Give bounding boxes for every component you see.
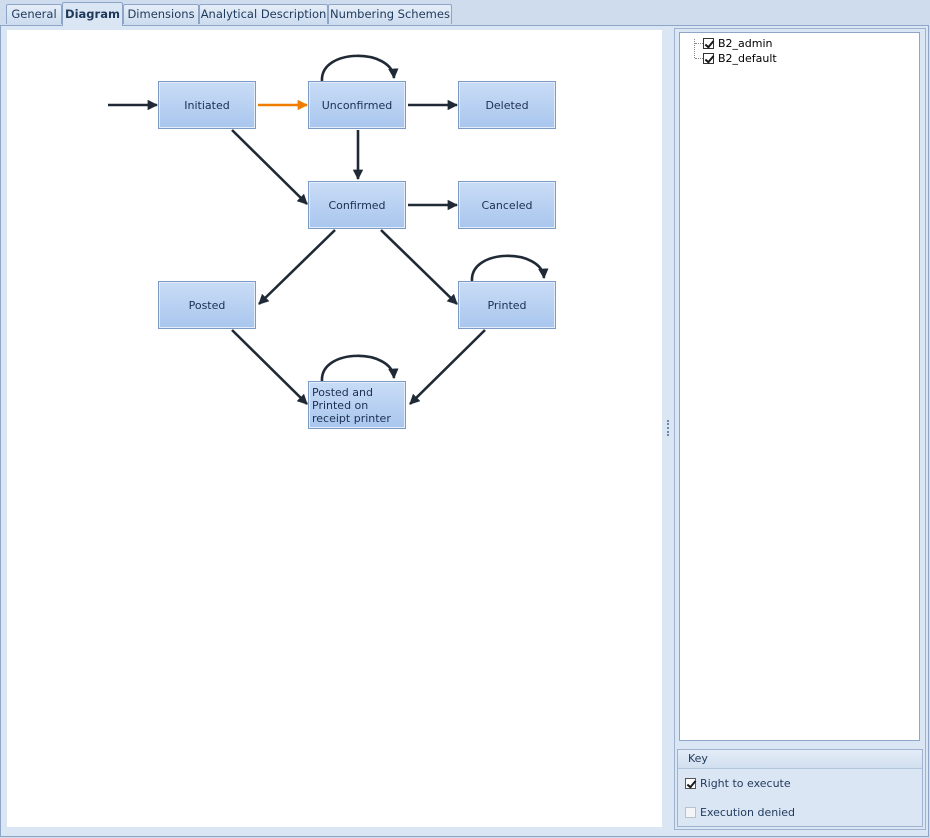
tree-connector (694, 39, 696, 58)
tab-numbering-schemes[interactable]: Numbering Schemes (328, 4, 452, 24)
tree-item-b2-admin[interactable]: B2_admin (703, 35, 773, 51)
node-canceled[interactable]: Canceled (458, 181, 556, 229)
transition-confirmed-printed[interactable] (380, 229, 458, 305)
checkbox-b2-admin[interactable] (703, 37, 714, 49)
transition-postedprinted-self[interactable] (320, 354, 399, 382)
transition-unconfirmed-self[interactable] (320, 54, 399, 82)
node-confirmed[interactable]: Confirmed (308, 181, 406, 229)
tab-dimensions[interactable]: Dimensions (123, 4, 199, 24)
tree-connector (695, 58, 703, 60)
transition-initiated-confirmed[interactable] (231, 129, 308, 205)
checkbox-b2-default[interactable] (703, 52, 714, 64)
transition-posted-postedprinted[interactable] (231, 329, 308, 405)
tree-item-label: B2_admin (718, 36, 773, 50)
key-group: Key Right to execute Execution denied (677, 749, 923, 827)
node-deleted[interactable]: Deleted (458, 81, 556, 129)
key-title: Key (678, 750, 922, 769)
transition-printed-self[interactable] (470, 254, 549, 282)
tab-strip: General Diagram Dimensions Analytical De… (0, 0, 930, 26)
tree-item-label: B2_default (718, 51, 777, 65)
tab-diagram[interactable]: Diagram (62, 2, 123, 26)
key-label: Execution denied (700, 806, 796, 819)
key-checked-icon (685, 778, 696, 789)
operator-tree: B2_admin B2_default (679, 32, 920, 741)
splitter-grip-icon (667, 420, 671, 436)
node-printed[interactable]: Printed (458, 281, 556, 329)
key-unchecked-icon (685, 807, 696, 818)
node-posted-and-printed[interactable]: Posted and Printed on receipt printer (308, 381, 406, 429)
key-execution-denied: Execution denied (685, 806, 795, 819)
transition-printed-postedprinted[interactable] (409, 329, 486, 405)
diagram-transitions (108, 54, 549, 405)
tab-analytical-description[interactable]: Analytical Description (199, 4, 328, 24)
panel-splitter[interactable] (663, 30, 673, 827)
tab-general[interactable]: General (6, 4, 62, 24)
key-label: Right to execute (700, 777, 791, 790)
node-posted[interactable]: Posted (158, 281, 256, 329)
tree-connector (695, 43, 703, 45)
key-right-to-execute: Right to execute (685, 777, 791, 790)
tree-item-b2-default[interactable]: B2_default (703, 50, 777, 66)
transition-confirmed-posted[interactable] (258, 229, 336, 305)
node-initiated[interactable]: Initiated (158, 81, 256, 129)
node-unconfirmed[interactable]: Unconfirmed (308, 81, 406, 129)
